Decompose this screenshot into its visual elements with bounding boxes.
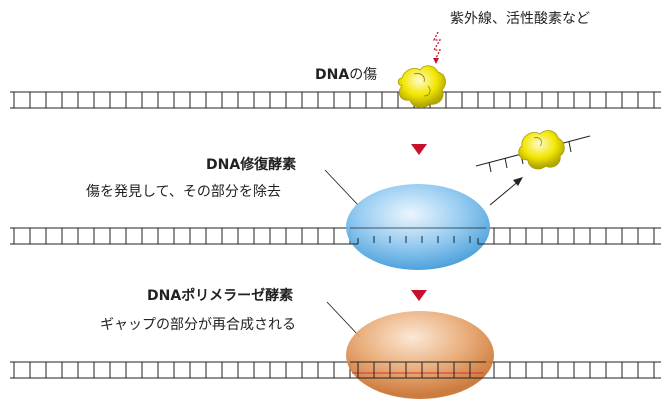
dna-damage-label-suffix: の傷: [349, 67, 378, 83]
down-arrow-2-icon: [411, 290, 427, 301]
repair-enzyme-ellipse: [346, 184, 490, 270]
polymerase-pointer: [326, 301, 361, 338]
damage-blob-icon: [397, 65, 446, 108]
excision-gap: [350, 227, 486, 245]
excised-damage-blob-icon: [518, 130, 565, 170]
dna-strand-top: [10, 91, 661, 109]
dna-strand-middle: [10, 227, 661, 245]
repair-enzyme-description: 傷を発見して、その部分を除去: [86, 184, 281, 200]
polymerase-title-suffix: ポリメラーゼ酵素: [181, 288, 294, 304]
repair-enzyme-title-suffix: 修復酵素: [240, 157, 297, 173]
excision-arrow: [489, 179, 521, 206]
dna-damage-label-prefix: DNA: [315, 67, 350, 83]
polymerase-title: DNAポリメラーゼ酵素: [147, 289, 293, 303]
polymerase-description: ギャップの部分が再合成される: [100, 317, 296, 333]
repair-enzyme-title: DNA修復酵素: [206, 158, 296, 172]
damage-source-label: 紫外線、活性酸素など: [450, 11, 590, 27]
repair-enzyme-pointer: [324, 169, 359, 206]
resynthesized-segment: [350, 361, 486, 379]
uv-lightning-icon: [432, 31, 442, 59]
dna-strand-bottom: [10, 361, 661, 379]
polymerase-ellipse: [346, 311, 494, 399]
down-arrow-1-icon: [411, 144, 427, 155]
repair-enzyme-title-prefix: DNA: [206, 157, 241, 173]
dna-damage-label: DNAの傷: [315, 68, 377, 82]
polymerase-title-prefix: DNA: [147, 288, 182, 304]
